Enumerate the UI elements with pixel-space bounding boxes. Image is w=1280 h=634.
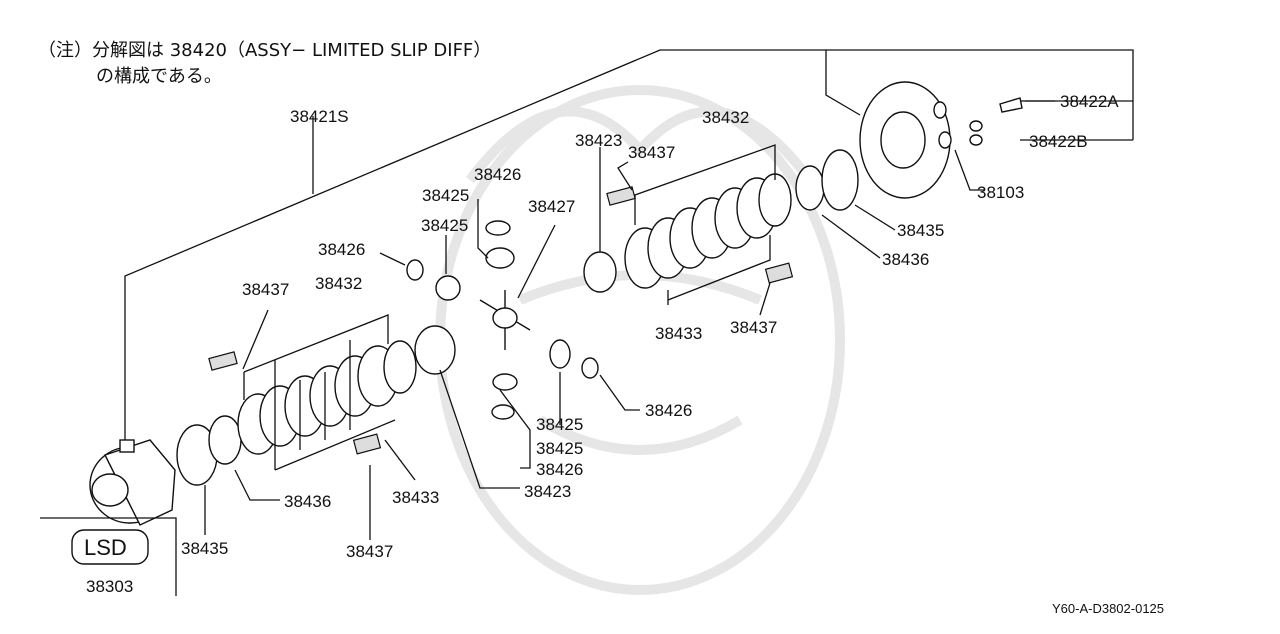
label-38437-right: 38437 bbox=[730, 318, 777, 337]
label-38432-left: 38432 bbox=[315, 274, 362, 293]
label-38425-mid: 38425 bbox=[421, 216, 468, 235]
label-38435-left: 38435 bbox=[181, 539, 228, 558]
label-38432-right: 38432 bbox=[702, 108, 749, 127]
diff-cover bbox=[859, 81, 1023, 199]
label-38425-low-1: 38425 bbox=[536, 415, 583, 434]
right-plate-stack bbox=[624, 149, 859, 289]
label-38425-low-2: 38425 bbox=[536, 439, 583, 458]
label-38436-right: 38436 bbox=[882, 250, 929, 269]
label-38437-left: 38437 bbox=[242, 280, 289, 299]
label-38433-left: 38433 bbox=[392, 488, 439, 507]
label-38421S: 38421S bbox=[290, 107, 349, 126]
part-labels: 38421S 38432 38423 38437 38426 38425 384… bbox=[181, 92, 1119, 561]
label-38423-left: 38423 bbox=[524, 482, 571, 501]
left-plate-stack bbox=[176, 340, 417, 486]
label-38422A: 38422A bbox=[1060, 92, 1119, 111]
label-38426-top: 38426 bbox=[474, 165, 521, 184]
leader-lines bbox=[204, 100, 1055, 540]
label-38426-low: 38426 bbox=[536, 460, 583, 479]
label-38423-right: 38423 bbox=[575, 131, 622, 150]
diff-case bbox=[89, 439, 176, 526]
label-38435-right: 38435 bbox=[897, 221, 944, 240]
lsd-badge-text: LSD bbox=[84, 535, 127, 560]
note-line-2: の構成である。 bbox=[96, 66, 222, 87]
label-38437-top: 38437 bbox=[628, 143, 675, 162]
diagram-code: Y60-A-D3802-0125 bbox=[1052, 601, 1164, 616]
label-38425-top: 38425 bbox=[422, 186, 469, 205]
lsd-part-number: 38303 bbox=[86, 577, 133, 596]
lsd-badge-frame bbox=[71, 529, 149, 565]
label-38103: 38103 bbox=[977, 183, 1024, 202]
assembly-bracket bbox=[124, 49, 1134, 440]
label-38433-right: 38433 bbox=[655, 324, 702, 343]
label-38426-left: 38426 bbox=[318, 240, 365, 259]
label-38437-bottom: 38437 bbox=[346, 542, 393, 561]
pinion-gears bbox=[406, 220, 617, 420]
label-38427: 38427 bbox=[528, 197, 575, 216]
label-38426-right: 38426 bbox=[645, 401, 692, 420]
spacer-clips bbox=[208, 186, 794, 455]
label-38422B: 38422B bbox=[1029, 132, 1088, 151]
label-38436-left: 38436 bbox=[284, 492, 331, 511]
lsd-inset: LSD 38303 bbox=[40, 517, 177, 596]
note-line-1: （注）分解図は 38420（ASSY− LIMITED SLIP DIFF） bbox=[38, 40, 491, 61]
